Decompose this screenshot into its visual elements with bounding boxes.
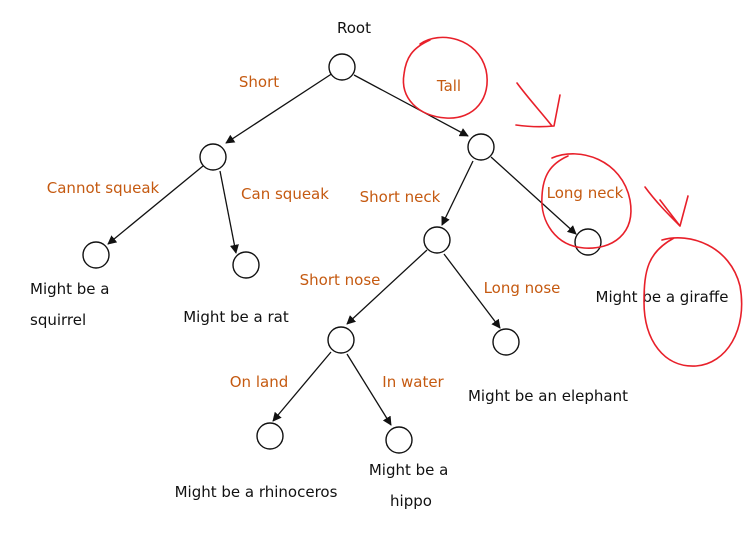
neck-node [423, 226, 451, 254]
edge-tall-long-neck [490, 156, 577, 235]
leaf-label-squirrel: Might be a squirrel [30, 280, 114, 329]
edge-root-short [225, 72, 334, 144]
edge-label-can-squeak: Can squeak [241, 185, 329, 203]
edge-label-tall: Tall [436, 77, 461, 95]
leaf-label-rat: Might be a rat [183, 308, 289, 326]
annotation-circle-long-neck [541, 153, 632, 249]
nose-node [327, 326, 355, 354]
leaf-label-rhinoceros: Might be a rhinoceros [175, 483, 338, 501]
leaf-label-giraffe: Might be a giraffe [596, 288, 729, 306]
root-label: Root [337, 19, 371, 37]
edge-neck-long-nose [443, 253, 501, 329]
squirrel-node [82, 241, 110, 269]
edge-label-short-nose: Short nose [300, 271, 381, 289]
edge-label-short: Short [239, 73, 279, 91]
leaf-label-elephant: Might be an elephant [468, 387, 628, 405]
edge-nose-on-land [272, 351, 332, 422]
root-node [328, 53, 356, 81]
hippo-node [385, 426, 413, 454]
annotation-arrow-right-1 [515, 82, 561, 128]
edge-label-cannot-squeak: Cannot squeak [47, 179, 160, 197]
edge-tall-short-neck [441, 160, 474, 226]
rhinoceros-node [256, 422, 284, 450]
leaf-label-hippo: Might be a hippo [369, 461, 453, 510]
edge-nose-in-water [346, 353, 392, 426]
edge-label-long-neck: Long neck [547, 184, 624, 202]
annotation-arrow-right-2 [644, 186, 689, 227]
edge-label-on-land: On land [230, 373, 288, 391]
short-node [199, 143, 227, 171]
annotation-circle-tall [402, 36, 488, 119]
edge-short-cannot-squeak [107, 165, 204, 245]
giraffe-node [574, 228, 602, 256]
edge-label-in-water: In water [382, 373, 444, 391]
edge-label-long-nose: Long nose [484, 279, 561, 297]
edge-neck-short-nose [346, 249, 428, 325]
edge-label-short-neck: Short neck [360, 188, 441, 206]
elephant-node [492, 328, 520, 356]
edge-short-can-squeak [219, 170, 239, 254]
edge-root-tall [353, 74, 469, 137]
rat-node [232, 251, 260, 279]
annotation-circle-giraffe [643, 237, 743, 367]
tall-node [467, 133, 495, 161]
